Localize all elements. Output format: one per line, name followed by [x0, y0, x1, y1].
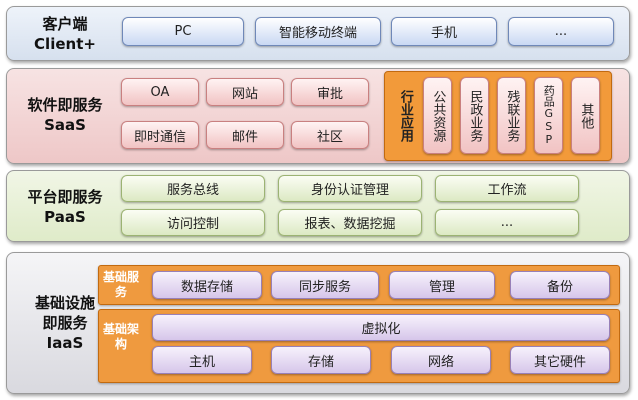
industry-item-public-resources: 公共资源 [423, 77, 452, 154]
basic-architecture-label: 基础架构 [103, 322, 140, 351]
iaas-item-management: 管理 [389, 271, 495, 299]
saas-layer-subtitle: SaaS [44, 116, 86, 134]
industry-item-other: 其他 [571, 77, 600, 154]
basic-services-label: 基础服务 [103, 270, 140, 299]
industry-item-civil-affairs: 民政业务 [460, 77, 489, 154]
iaas-item-network: 网络 [391, 346, 491, 374]
paas-layer-title: 平台即服务 [27, 188, 103, 206]
client-item-more: ... [508, 17, 614, 46]
iaas-item-sync-service: 同步服务 [271, 271, 379, 299]
paas-item-reports-data-mining: 报表、数据挖掘 [278, 209, 422, 236]
paas-item-identity-auth: 身份认证管理 [278, 175, 422, 202]
industry-applications-label: 行业应用 [397, 90, 413, 142]
saas-item-im: 即时通信 [121, 121, 199, 149]
paas-layer-subtitle: PaaS [44, 208, 86, 226]
iaas-layer-title-line1: 基础设施 [34, 294, 95, 312]
industry-item-disabled-federation: 残联业务 [497, 77, 526, 154]
saas-item-oa: OA [121, 78, 199, 106]
saas-layer-title: 软件即服务 [27, 96, 103, 114]
iaas-layer-subtitle: IaaS [46, 334, 84, 352]
industry-item-drug-gsp: 药品GSP [534, 77, 563, 154]
paas-item-service-bus: 服务总线 [121, 175, 265, 202]
iaas-item-data-storage: 数据存储 [152, 271, 262, 299]
iaas-item-backup: 备份 [510, 271, 610, 299]
client-layer-title: 客户端 [42, 15, 88, 33]
saas-item-community: 社区 [291, 121, 369, 149]
saas-item-website: 网站 [206, 78, 284, 106]
client-item-phone: 手机 [391, 17, 497, 46]
iaas-layer-title-line2: 即服务 [42, 314, 88, 332]
paas-item-workflow: 工作流 [435, 175, 579, 202]
iaas-item-other-hardware: 其它硬件 [510, 346, 610, 374]
saas-item-approval: 审批 [291, 78, 369, 106]
saas-item-email: 邮件 [206, 121, 284, 149]
paas-item-access-control: 访问控制 [121, 209, 265, 236]
iaas-virtualization: 虚拟化 [152, 314, 610, 341]
client-layer-subtitle: Client+ [34, 35, 96, 53]
iaas-item-storage: 存储 [271, 346, 371, 374]
client-item-mobile-terminal: 智能移动终端 [255, 17, 381, 46]
paas-item-more: ... [435, 209, 579, 236]
iaas-item-host: 主机 [152, 346, 252, 374]
client-item-pc: PC [122, 17, 244, 46]
